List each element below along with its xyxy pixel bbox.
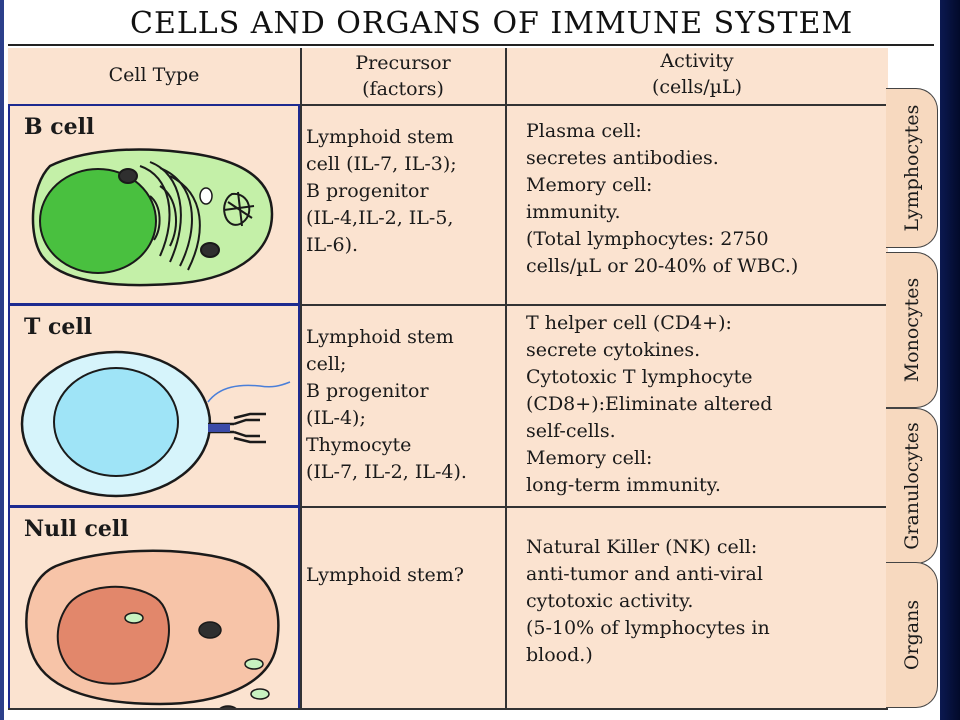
header-precursor: Precursor (factors) (300, 48, 506, 104)
tab-granulocytes[interactable]: Granulocytes (886, 408, 938, 564)
t-cell-precursor-line-6: (IL-7, IL-2, IL-4). (306, 461, 467, 483)
null-cell-activity-line-4: (5-10% of lymphocytes in (526, 617, 770, 639)
header-precursor-line-1: Precursor (355, 52, 451, 74)
header-activity-line-2: (cells/µL) (652, 76, 742, 98)
t-cell-precursor: Lymphoid stem cell; B progenitor (IL-4);… (306, 324, 502, 486)
t-cell-illustration (20, 350, 291, 498)
tab-lymphocytes-label: Lymphocytes (900, 104, 923, 232)
b-cell-activity-line-4: immunity. (526, 201, 621, 223)
null-cell-illustration (25, 549, 280, 708)
tab-organs-label: Organs (900, 599, 923, 671)
header-cell-type-label: Cell Type (108, 64, 200, 86)
tab-monocytes-label: Monocytes (900, 277, 923, 383)
null-cell-activity-line-3: cytotoxic activity. (526, 590, 694, 612)
null-cell-activity-line-5: blood.) (526, 644, 593, 666)
t-cell-activity-line-4: (CD8+):Eliminate altered (526, 393, 773, 415)
column-divider-2 (505, 48, 507, 710)
right-edge-bar (940, 0, 960, 720)
b-cell-precursor-line-5: IL-6). (306, 234, 359, 256)
t-cell-activity-line-1: T helper cell (CD4+): (526, 312, 732, 334)
title-divider (8, 44, 934, 46)
row-divider-1 (300, 304, 888, 306)
null-cell-precursor-line-1: Lymphoid stem? (306, 564, 464, 586)
t-cell-activity-line-5: self-cells. (526, 420, 616, 442)
header-divider (8, 104, 888, 106)
t-cell-activity-line-2: secrete cytokines. (526, 339, 701, 361)
t-cell-precursor-line-4: (IL-4); (306, 407, 366, 429)
t-cell-precursor-line-1: Lymphoid stem (306, 326, 454, 348)
left-edge-bar (0, 0, 4, 720)
b-cell-label: B cell (24, 114, 95, 140)
b-cell-box-top (8, 104, 300, 106)
b-cell-activity: Plasma cell: secretes antibodies. Memory… (526, 118, 886, 280)
t-cell-box-top (8, 303, 300, 306)
null-cell-activity: Natural Killer (NK) cell: anti-tumor and… (526, 534, 886, 669)
t-cell-type-cell: T cell (10, 306, 298, 505)
b-cell-illustration (31, 148, 274, 287)
t-cell-activity-line-7: long-term immunity. (526, 474, 721, 496)
tab-monocytes[interactable]: Monocytes (886, 252, 938, 408)
b-cell-activity-line-6: cells/µL or 20-40% of WBC.) (526, 255, 799, 277)
page-title: CELLS AND ORGANS OF IMMUNE SYSTEM (130, 6, 854, 41)
t-cell-activity-line-6: Memory cell: (526, 447, 653, 469)
b-cell-precursor-line-1: Lymphoid stem (306, 126, 454, 148)
header-cell-type: Cell Type (8, 48, 300, 104)
b-cell-activity-line-2: secretes antibodies. (526, 147, 719, 169)
b-cell-precursor: Lymphoid stem cell (IL-7, IL-3); B proge… (306, 124, 502, 259)
b-cell-activity-line-1: Plasma cell: (526, 120, 642, 142)
t-cell-precursor-line-2: cell; (306, 353, 347, 375)
row-divider-2 (300, 506, 888, 508)
null-cell-precursor: Lymphoid stem? (306, 562, 502, 589)
header-activity: Activity (cells/µL) (506, 48, 888, 104)
t-cell-activity-line-3: Cytotoxic T lymphocyte (526, 366, 753, 388)
tab-lymphocytes[interactable]: Lymphocytes (886, 88, 938, 248)
t-cell-precursor-line-3: B progenitor (306, 380, 429, 402)
header-precursor-line-2: (factors) (362, 78, 444, 100)
b-cell-activity-line-3: Memory cell: (526, 174, 653, 196)
tab-granulocytes-label: Granulocytes (900, 422, 923, 550)
b-cell-type-cell: B cell (10, 106, 298, 303)
t-cell-precursor-line-5: Thymocyte (306, 434, 412, 456)
null-cell-activity-line-2: anti-tumor and anti-viral (526, 563, 763, 585)
null-cell-activity-line-1: Natural Killer (NK) cell: (526, 536, 758, 558)
table-bottom-border (8, 708, 888, 710)
b-cell-activity-line-5: (Total lymphocytes: 2750 (526, 228, 769, 250)
column-divider-1 (300, 48, 302, 710)
t-cell-activity: T helper cell (CD4+): secrete cytokines.… (526, 310, 886, 499)
b-cell-precursor-line-4: (IL-4,IL-2, IL-5, (306, 207, 454, 229)
null-cell-type-cell: Null cell (10, 508, 298, 708)
b-cell-precursor-line-2: cell (IL-7, IL-3); (306, 153, 457, 175)
null-cell-label: Null cell (24, 516, 129, 542)
t-cell-label: T cell (24, 314, 93, 340)
null-cell-box-top (8, 505, 300, 508)
immune-cells-table: Cell Type Precursor (factors) Activity (… (8, 48, 888, 710)
tab-organs[interactable]: Organs (886, 562, 938, 708)
cell-type-box-left (8, 104, 10, 708)
cell-type-box-right (298, 104, 300, 708)
b-cell-precursor-line-3: B progenitor (306, 180, 429, 202)
header-activity-line-1: Activity (660, 50, 734, 72)
